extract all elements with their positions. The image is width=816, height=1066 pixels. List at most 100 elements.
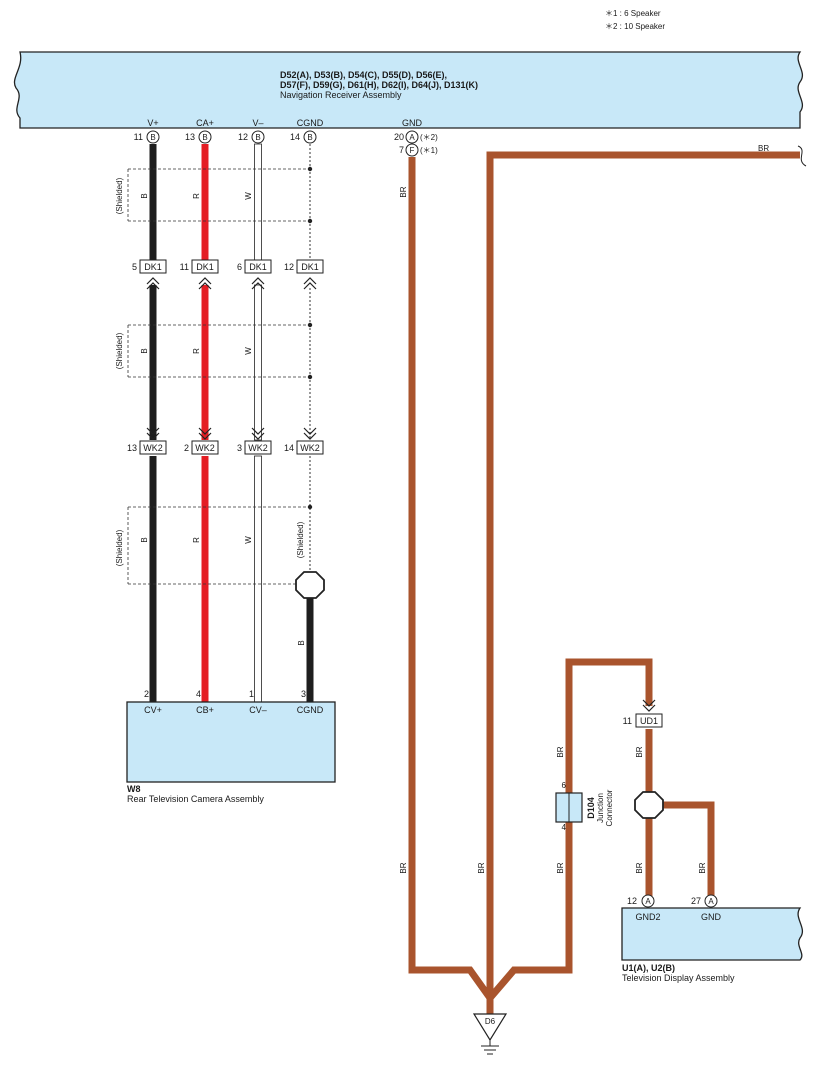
- camera-pin-num: 3: [301, 689, 306, 699]
- shielded-label: (Shielded): [115, 177, 124, 214]
- svg-text:13: 13: [127, 443, 137, 453]
- nav-pin-gnd-f: 7 F (＊1): [399, 143, 438, 157]
- shield-section-2: (Shielded): [115, 322, 313, 380]
- svg-text:3: 3: [237, 443, 242, 453]
- note-2: ＊2 : 10 Speaker: [605, 22, 665, 31]
- svg-text:GND2: GND2: [635, 912, 660, 922]
- svg-text:12: 12: [238, 132, 248, 142]
- shielded-label: (Shielded): [115, 529, 124, 566]
- svg-text:5: 5: [132, 262, 137, 272]
- svg-text:A: A: [708, 897, 714, 906]
- nav-connectors-line1: D52(A), D53(B), D54(C), D55(D), D56(E),: [280, 70, 447, 80]
- junction-connector-d104: 6 4 D104 Junction Connector: [555, 781, 614, 832]
- camera-pin-num: 2: [144, 689, 149, 699]
- nav-pin-label-v-minus: V–: [252, 118, 263, 128]
- svg-text:14: 14: [290, 132, 300, 142]
- svg-text:12: 12: [284, 262, 294, 272]
- wire-label-r: R: [192, 193, 201, 199]
- svg-text:Connector: Connector: [605, 789, 614, 826]
- tv-pin-gnd: 27 A GND: [691, 894, 722, 922]
- wire-label-br: BR: [698, 862, 707, 873]
- connector-dk1-pin-6: 6 DK1: [237, 259, 272, 290]
- wire-label-b: B: [297, 640, 306, 645]
- nav-pin-v-plus: 11 B: [134, 130, 160, 144]
- camera-name: Rear Television Camera Assembly: [127, 794, 264, 804]
- svg-text:7: 7: [399, 145, 404, 155]
- svg-text:DK1: DK1: [144, 262, 162, 272]
- wire-label-br: BR: [477, 862, 486, 873]
- wire-label-r: R: [192, 348, 201, 354]
- camera-pin-label: CB+: [196, 705, 214, 715]
- ground-point-d6: D6: [472, 1013, 508, 1055]
- wire-label-w: W: [244, 347, 253, 355]
- svg-text:WK2: WK2: [143, 443, 163, 453]
- svg-text:WK2: WK2: [248, 443, 268, 453]
- wire-label-br: BR: [635, 862, 644, 873]
- nav-pin-ca-plus: 13 B: [185, 130, 212, 144]
- tv-display-name: Television Display Assembly: [622, 973, 735, 983]
- connector-wk2-pin-14: 14 WK2: [284, 427, 324, 455]
- camera-pin-label: CV+: [144, 705, 162, 715]
- nav-receiver-box: [13, 51, 804, 129]
- shield-section-1: (Shielded): [115, 166, 313, 224]
- svg-text:B: B: [202, 133, 207, 142]
- wire-label-br: BR: [758, 144, 769, 153]
- svg-text:A: A: [409, 133, 415, 142]
- wire-break-mark: [797, 145, 807, 167]
- svg-text:(＊2): (＊2): [420, 133, 438, 142]
- shielded-label: (Shielded): [296, 521, 305, 558]
- svg-text:D104: D104: [586, 797, 596, 819]
- svg-text:6: 6: [237, 262, 242, 272]
- wire-label-r: R: [192, 537, 201, 543]
- connector-wk2-pin-3: 3 WK2: [237, 427, 272, 455]
- nav-pin-label-v-plus: V+: [147, 118, 158, 128]
- camera-box: [126, 701, 336, 783]
- wire-label-br: BR: [399, 186, 408, 197]
- connector-ud1: 11 UD1: [623, 699, 663, 728]
- wire-label-b: B: [140, 193, 149, 198]
- nav-receiver-name: Navigation Receiver Assembly: [280, 90, 402, 100]
- svg-text:Junction: Junction: [596, 793, 605, 823]
- connector-wk2-row: 13 WK2 2 WK2 3 WK2 14 WK2: [127, 427, 324, 455]
- wire-brown-ground: [408, 151, 800, 1015]
- wire-label-br: BR: [556, 862, 565, 873]
- nav-pin-v-minus: 12 B: [238, 130, 265, 144]
- nav-pin-cgnd: 14 B: [290, 130, 317, 144]
- svg-text:(＊1): (＊1): [420, 146, 438, 155]
- svg-text:DK1: DK1: [196, 262, 214, 272]
- svg-text:GND: GND: [701, 912, 722, 922]
- wire-label-b: B: [140, 348, 149, 353]
- svg-text:A: A: [645, 897, 651, 906]
- connector-wk2-pin-13: 13 WK2: [127, 427, 167, 455]
- connector-dk1-pin-11: 11 DK1: [180, 259, 219, 290]
- svg-text:WK2: WK2: [300, 443, 320, 453]
- svg-text:11: 11: [180, 262, 189, 272]
- svg-text:13: 13: [185, 132, 195, 142]
- svg-text:DK1: DK1: [249, 262, 267, 272]
- tv-display-id: U1(A), U2(B): [622, 963, 675, 973]
- wire-label-br: BR: [556, 746, 565, 757]
- svg-text:UD1: UD1: [640, 716, 658, 726]
- svg-text:D6: D6: [485, 1017, 496, 1026]
- nav-pin-label-gnd: GND: [402, 118, 423, 128]
- svg-text:27: 27: [691, 896, 701, 906]
- camera-id: W8: [127, 784, 141, 794]
- nav-pin-label-ca-plus: CA+: [196, 118, 214, 128]
- connector-dk1-row: 5 DK1 11 DK1 6 DK1 12 DK1: [132, 259, 324, 290]
- wire-label-b: B: [140, 537, 149, 542]
- svg-text:2: 2: [184, 443, 189, 453]
- shielded-label: (Shielded): [115, 332, 124, 369]
- wire-label-br: BR: [399, 862, 408, 873]
- camera-pin-label: CGND: [297, 705, 324, 715]
- svg-text:B: B: [307, 133, 312, 142]
- svg-text:12: 12: [627, 896, 637, 906]
- connector-dk1-pin-5: 5 DK1: [132, 259, 167, 290]
- shield-section-3: (Shielded) (Shielded): [115, 504, 313, 585]
- connector-dk1-pin-12: 12 DK1: [284, 259, 324, 290]
- svg-text:WK2: WK2: [195, 443, 215, 453]
- svg-text:11: 11: [623, 716, 632, 726]
- camera-pin-num: 1: [249, 689, 254, 699]
- svg-text:14: 14: [284, 443, 294, 453]
- wire-label-w: W: [244, 192, 253, 200]
- svg-text:B: B: [150, 133, 155, 142]
